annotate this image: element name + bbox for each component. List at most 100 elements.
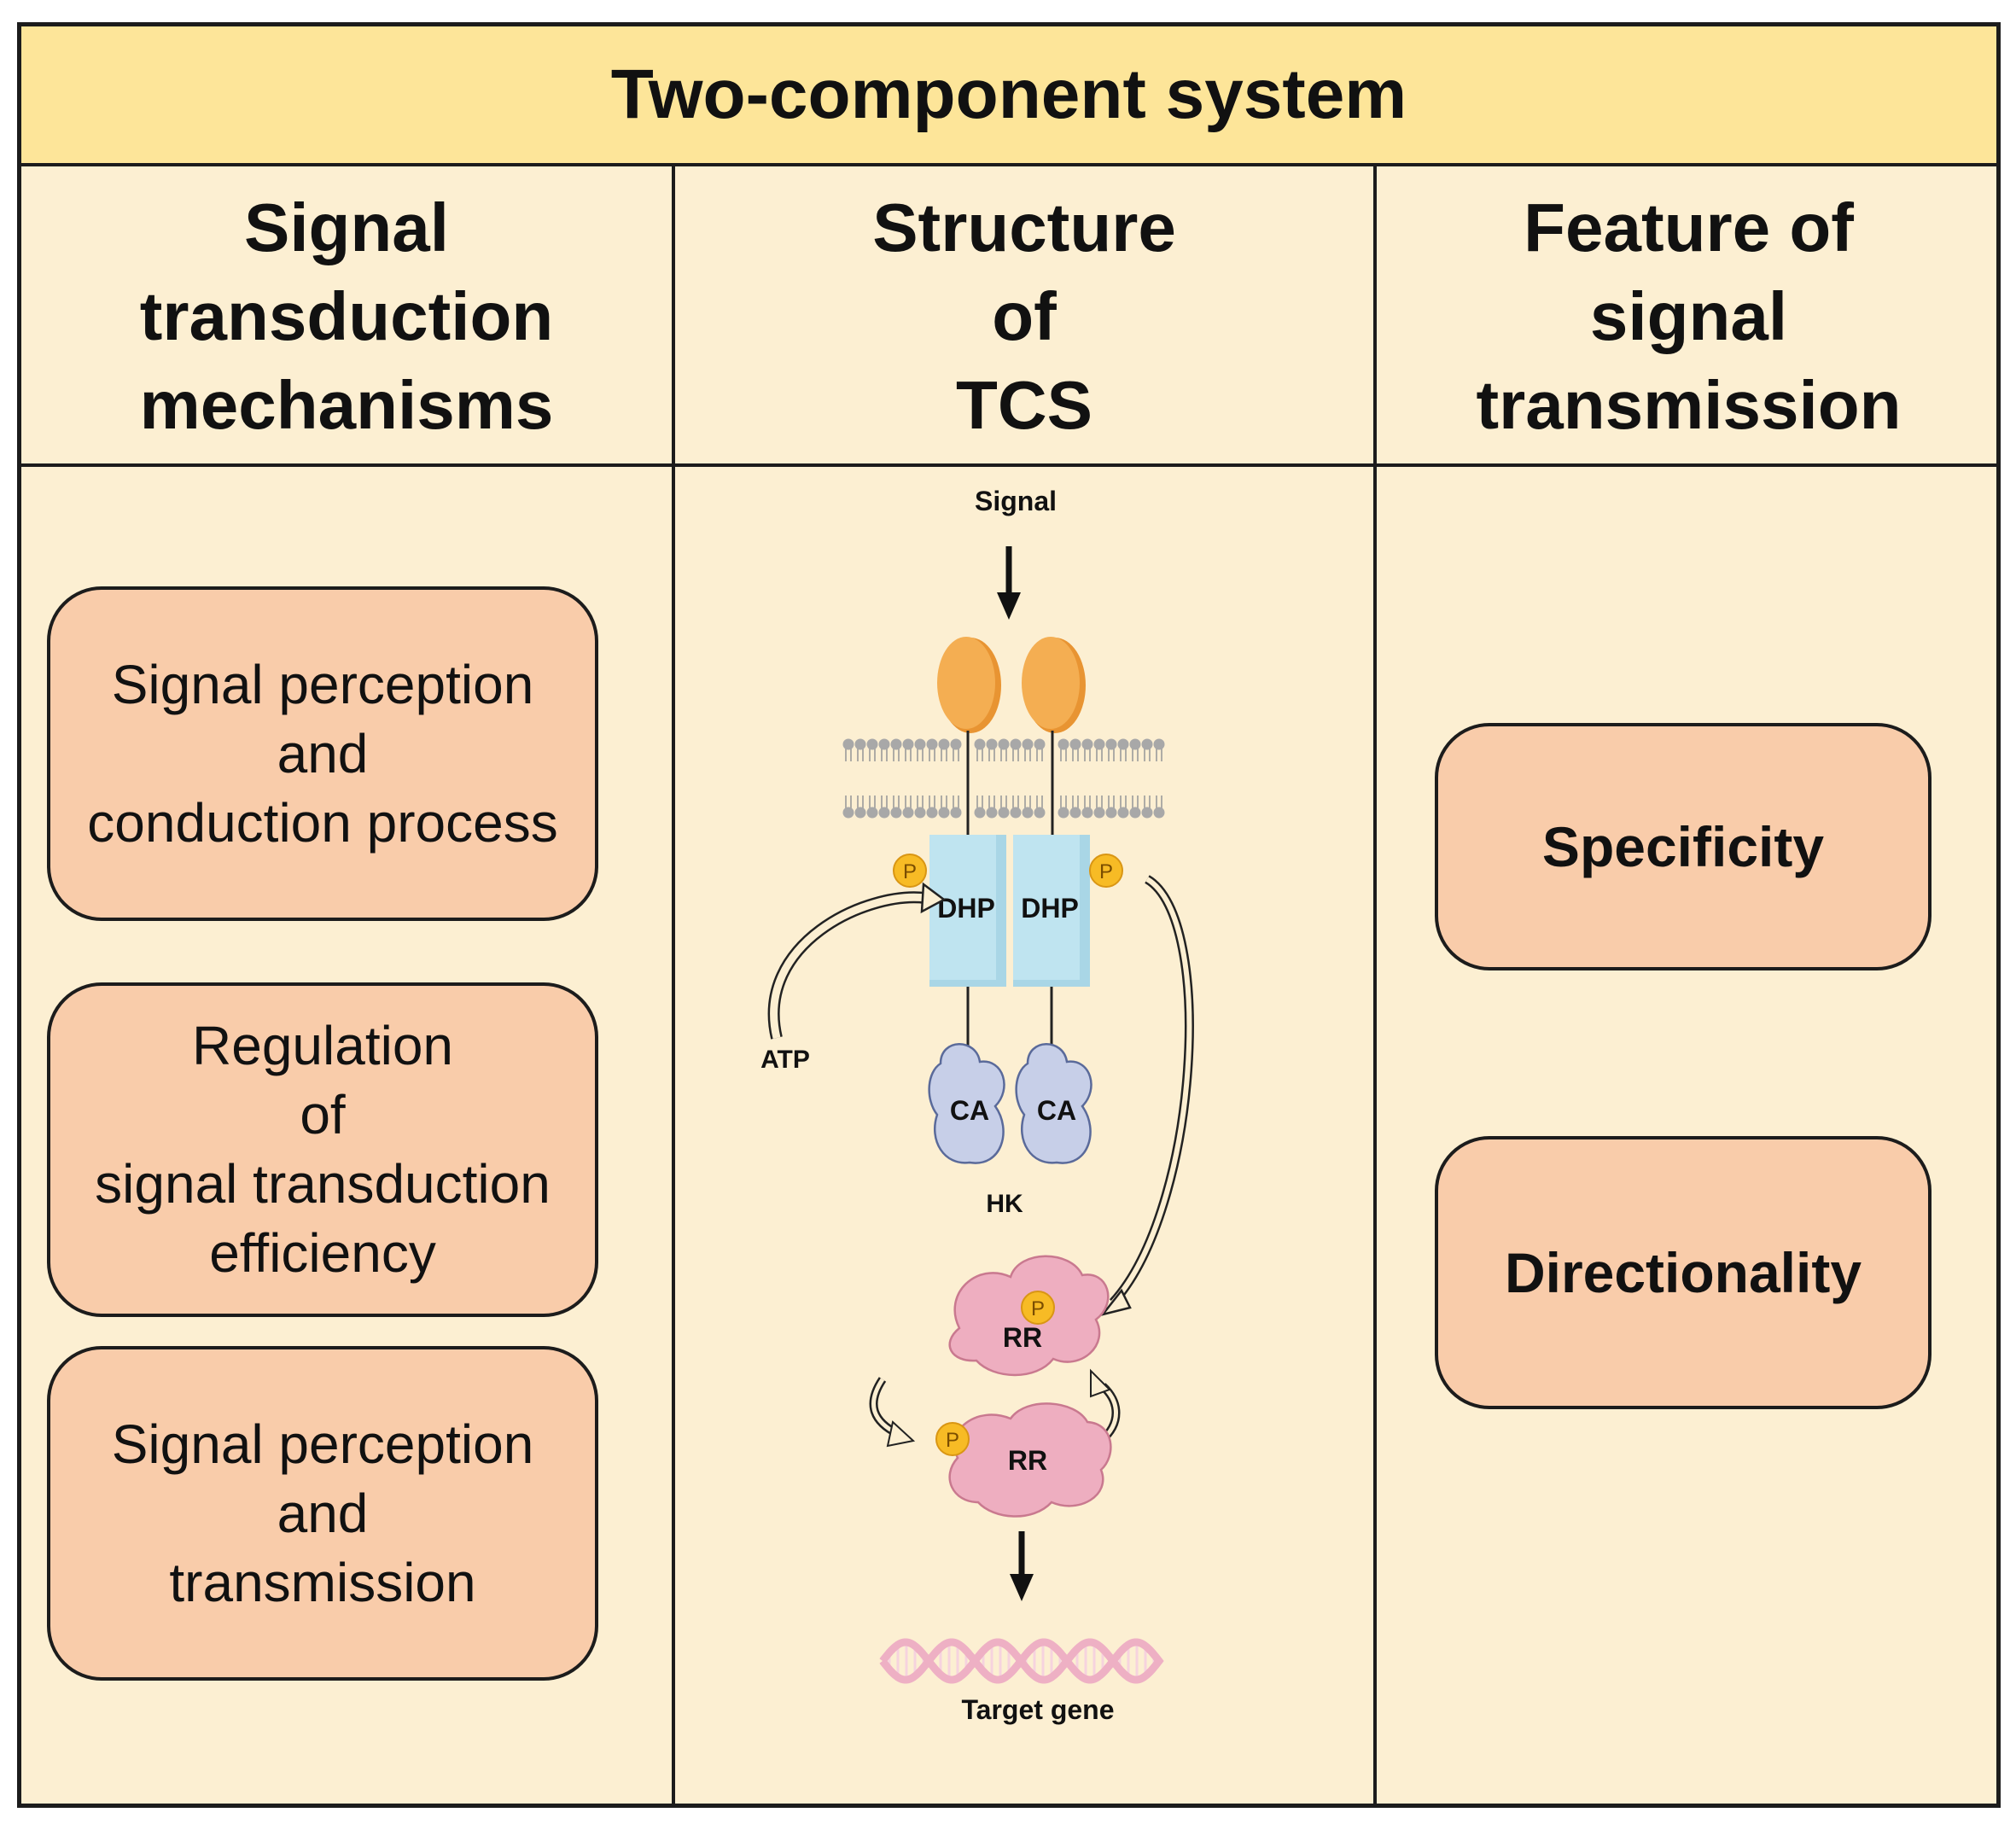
- lipid-head: [1093, 807, 1105, 819]
- phosphotransfer-arrow: [1099, 875, 1194, 1317]
- card-line: transmission: [169, 1551, 476, 1613]
- column-divider: [1373, 166, 1377, 1804]
- mechanism-card-regulation: Regulation of signal transduction effici…: [47, 982, 598, 1317]
- rr-bottom-label: RR: [1008, 1445, 1047, 1476]
- feature-card-specificity: Specificity: [1435, 723, 1932, 970]
- svg-text:P: P: [1099, 860, 1113, 883]
- lipid-head: [974, 807, 986, 819]
- lipid-head: [1153, 738, 1165, 750]
- cell-membrane: [842, 738, 1165, 819]
- lipid-head: [1058, 738, 1069, 750]
- diagram-frame: Two-component system Signal transduction…: [17, 22, 2001, 1808]
- lipid-head: [1069, 807, 1081, 819]
- ca-left-label: CA: [950, 1095, 989, 1126]
- phosphate-icon: P: [1021, 1291, 1055, 1325]
- lipid-head: [1129, 807, 1141, 819]
- heading-line: transmission: [1476, 367, 1902, 443]
- lipid-head: [1117, 738, 1129, 750]
- atp-label: ATP: [760, 1046, 810, 1074]
- heading-line: signal: [1589, 278, 1788, 354]
- lipid-head: [938, 807, 950, 819]
- lipid-head: [1022, 807, 1034, 819]
- svg-text:P: P: [1031, 1297, 1045, 1320]
- lipid-head: [890, 738, 902, 750]
- card-line: Signal perception: [111, 653, 534, 715]
- card-line: and: [277, 1482, 369, 1544]
- lipid-head: [854, 738, 866, 750]
- lipid-head: [926, 807, 938, 819]
- lipid-head: [950, 738, 962, 750]
- card-line: Signal perception: [111, 1413, 534, 1475]
- lipid-head: [878, 738, 890, 750]
- lipid-head: [1010, 738, 1022, 750]
- hk-label: HK: [986, 1190, 1023, 1218]
- heading-line: Feature of: [1524, 189, 1854, 265]
- lipid-head: [1117, 807, 1129, 819]
- lipid-head: [1069, 738, 1081, 750]
- lipid-head: [1105, 738, 1117, 750]
- mechanism-card-perception-conduction: Signal perception and conduction process: [47, 586, 598, 921]
- lipid-head: [926, 738, 938, 750]
- lipid-head: [842, 807, 854, 819]
- gene-regulation-arrow: [1010, 1531, 1034, 1601]
- heading-line: Signal: [243, 189, 450, 265]
- lipid-head: [914, 738, 926, 750]
- header-divider: [21, 463, 1996, 467]
- phosphate-icon: P: [893, 854, 927, 888]
- lipid-head: [914, 807, 926, 819]
- heading-line: TCS: [956, 367, 1092, 443]
- lipid-head: [1141, 738, 1153, 750]
- mechanism-card-perception-transmission: Signal perception and transmission: [47, 1346, 598, 1681]
- lipid-head: [986, 807, 998, 819]
- svg-text:P: P: [903, 860, 917, 883]
- lipid-head: [854, 807, 866, 819]
- lipid-head: [1034, 807, 1046, 819]
- phosphate-icon: P: [1089, 854, 1123, 888]
- target-gene-label: Target gene: [962, 1694, 1115, 1725]
- phosphate-icon: P: [935, 1422, 970, 1456]
- atp-phosphorylation-arrow: [767, 882, 947, 1040]
- page-title: Two-component system: [610, 55, 1407, 133]
- lipid-head: [866, 807, 878, 819]
- lipid-head: [890, 807, 902, 819]
- lipid-head: [938, 738, 950, 750]
- feature-label: Specificity: [1541, 814, 1825, 878]
- column-heading-structure: Structure of TCS: [675, 170, 1373, 463]
- tcs-structure-diagram: Signal DHP DHP P P ATP: [760, 486, 1194, 1725]
- card-line: and: [277, 722, 369, 784]
- dna-strand: [879, 1638, 1164, 1684]
- dna-helix-icon: [879, 1638, 1164, 1684]
- lipid-head: [998, 738, 1010, 750]
- card-line: efficiency: [209, 1222, 436, 1284]
- lipid-head: [1141, 807, 1153, 819]
- ca-domain-left: [928, 1043, 1005, 1164]
- lipid-head: [1105, 807, 1117, 819]
- column-divider: [672, 166, 675, 1804]
- lipid-head: [866, 738, 878, 750]
- heading-line: mechanisms: [139, 367, 554, 443]
- receptor-left: [937, 637, 1001, 733]
- signal-label: Signal: [975, 486, 1057, 516]
- lipid-head: [974, 738, 986, 750]
- lipid-head: [842, 738, 854, 750]
- card-line: Regulation: [192, 1015, 453, 1076]
- response-regulator-bottom: [948, 1402, 1112, 1518]
- lipid-head: [1093, 738, 1105, 750]
- lipid-head: [1153, 807, 1165, 819]
- dhp-right-label: DHP: [1021, 893, 1079, 924]
- card-line: signal transduction: [95, 1153, 551, 1215]
- column-heading-mechanisms: Signal transduction mechanisms: [21, 170, 672, 463]
- dhp-left-label: DHP: [937, 893, 995, 924]
- lipid-head: [1022, 738, 1034, 750]
- feature-card-directionality: Directionality: [1435, 1136, 1932, 1409]
- dhp-domain-left: [929, 835, 1006, 987]
- lipid-head: [950, 807, 962, 819]
- lipid-head: [986, 738, 998, 750]
- lipid-head: [1058, 807, 1069, 819]
- lipid-head: [1129, 738, 1141, 750]
- lipid-head: [998, 807, 1010, 819]
- lipid-head: [1010, 807, 1022, 819]
- card-line: of: [300, 1084, 346, 1145]
- heading-line: transduction: [139, 278, 554, 354]
- heading-line: of: [992, 278, 1057, 354]
